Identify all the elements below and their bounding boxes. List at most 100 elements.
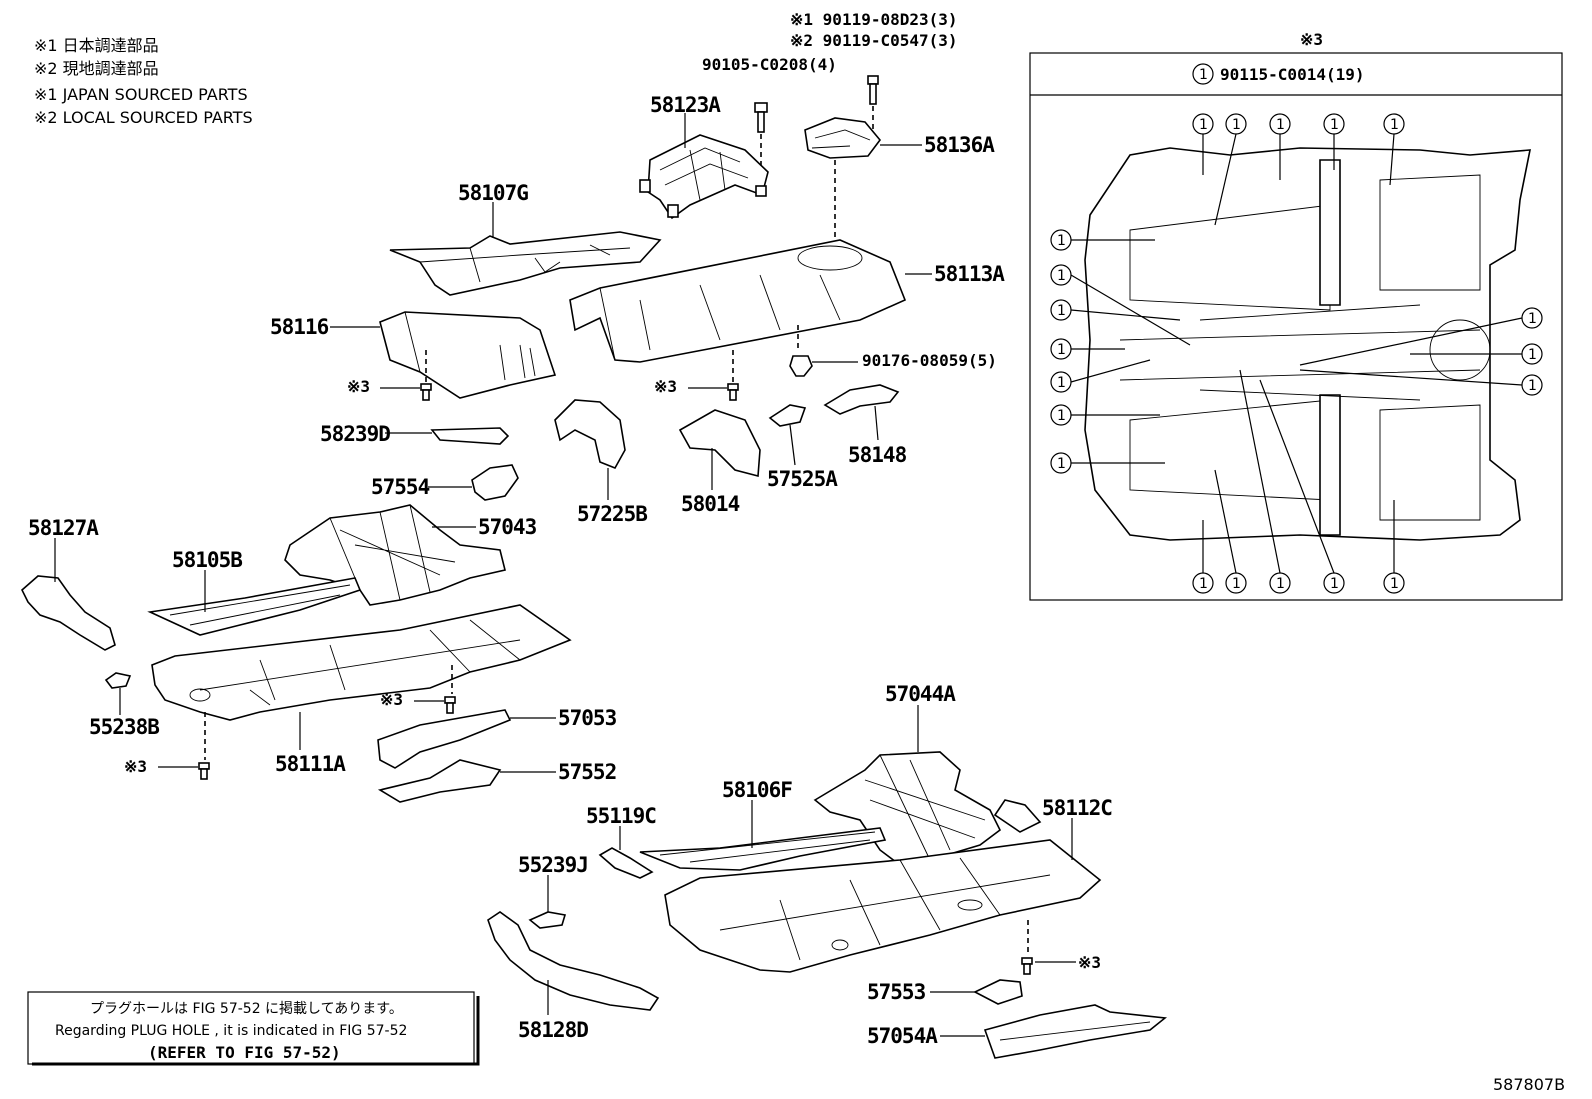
legend-line-4: ※2 LOCAL SOURCED PARTS xyxy=(34,108,253,127)
callout-1: 1 xyxy=(1232,117,1241,133)
label-58111a: 58111A xyxy=(275,752,346,776)
part-58148-bracket xyxy=(823,384,900,415)
callout-1: 1 xyxy=(1057,375,1066,391)
label-57043: 57043 xyxy=(478,515,537,539)
inset-callouts: 1 1 1 1 1 1 1 1 1 1 1 1 1 1 1 1 1 1 1 1 xyxy=(1050,113,1543,594)
part-57554-bracket xyxy=(471,464,519,501)
label-58116: 58116 xyxy=(270,315,329,339)
part-58136a-bracket xyxy=(804,117,882,159)
callout-1: 1 xyxy=(1199,117,1208,133)
part-55119c-bracket xyxy=(598,847,654,879)
part-58014-bracket xyxy=(678,409,761,478)
callout-1: 1 xyxy=(1199,576,1208,592)
mark3-label: ※3 xyxy=(347,377,370,396)
mark3-label: ※3 xyxy=(1078,953,1101,972)
callout-1: 1 xyxy=(1330,117,1339,133)
part-57225b-bracket xyxy=(554,399,626,470)
legend: ※1 日本調達部品 ※2 現地調達部品 ※1 JAPAN SOURCED PAR… xyxy=(34,36,253,127)
label-57554: 57554 xyxy=(371,475,430,499)
label-58107g: 58107G xyxy=(458,181,528,205)
callout-1: 1 xyxy=(1390,117,1399,133)
callout-1: 1 xyxy=(1232,576,1241,592)
callout-1: 1 xyxy=(1057,268,1066,284)
bolt-icon xyxy=(1021,957,1033,975)
label-58113a: 58113A xyxy=(934,262,1005,286)
part-58112c-floor-pan xyxy=(664,839,1102,973)
callout-1: 1 xyxy=(1276,576,1285,592)
inset-header-part: 90115-C0014(19) xyxy=(1220,65,1365,84)
bolt-icon xyxy=(444,696,456,714)
part-58105b-panel xyxy=(147,577,362,636)
part-58128d-reinforcement xyxy=(487,911,660,1011)
figure-code: 587807B xyxy=(1493,1075,1565,1094)
part-55238b-bracket xyxy=(104,672,132,689)
mark3-label: ※3 xyxy=(124,757,147,776)
bolt-label-90119-c0547: ※2 90119-C0547(3) xyxy=(790,31,958,50)
bolt-icon xyxy=(727,383,739,401)
callout-1: 1 xyxy=(1390,576,1399,592)
label-57525a: 57525A xyxy=(767,467,838,491)
label-58127a: 58127A xyxy=(28,516,99,540)
inset-title-mark: ※3 xyxy=(1300,30,1323,49)
bolt-label-90119-08d23: ※1 90119-08D23(3) xyxy=(790,10,958,29)
part-58107g-panel xyxy=(389,231,662,296)
label-58123a: 58123A xyxy=(650,93,721,117)
part-58106f-panel xyxy=(639,827,887,871)
notice-box: プラグホールは FIG 57-52 に掲載してあります。 Regarding P… xyxy=(27,991,480,1066)
label-58105b: 58105B xyxy=(172,548,242,572)
label-55119c: 55119C xyxy=(586,804,656,828)
label-57553: 57553 xyxy=(867,980,926,1004)
legend-line-1: ※1 日本調達部品 xyxy=(34,36,159,55)
part-57054a-reinforcement xyxy=(983,1004,1168,1059)
part-58239d-bracket xyxy=(430,427,510,445)
label-58106f: 58106F xyxy=(722,778,792,802)
label-57225b: 57225B xyxy=(577,502,647,526)
callout-1: 1 xyxy=(1057,456,1066,472)
clip-icon xyxy=(789,355,813,377)
part-57525a-bracket xyxy=(768,404,807,427)
label-58014: 58014 xyxy=(681,492,740,516)
part-58111a-floor-pan xyxy=(151,604,572,721)
part-57044a-crossmember xyxy=(813,751,1042,866)
inset-header-callout: 1 xyxy=(1199,67,1208,83)
bolt-icon xyxy=(420,383,432,401)
label-57053: 57053 xyxy=(558,706,617,730)
label-58239d: 58239D xyxy=(320,422,390,446)
bolt-icon xyxy=(198,762,210,780)
label-57552: 57552 xyxy=(558,760,616,784)
mark3-label: ※3 xyxy=(654,377,677,396)
mark3-label: ※3 xyxy=(380,690,403,709)
part-57553-bracket xyxy=(973,979,1023,1005)
part-55239j-bracket xyxy=(528,911,567,929)
part-57053-reinforcement xyxy=(377,709,512,769)
label-58112c: 58112C xyxy=(1042,796,1112,820)
label-58148: 58148 xyxy=(848,443,907,467)
part-58127a-reinforcement xyxy=(21,575,116,651)
legend-line-3: ※1 JAPAN SOURCED PARTS xyxy=(34,85,248,104)
callout-1: 1 xyxy=(1057,303,1066,319)
part-58116-panel xyxy=(379,311,557,399)
callout-1: 1 xyxy=(1057,408,1066,424)
label-58128d: 58128D xyxy=(518,1018,588,1042)
callout-1: 1 xyxy=(1528,311,1537,327)
bolt-label-90176-08059: 90176-08059(5) xyxy=(862,351,997,370)
label-58136a: 58136A xyxy=(924,133,995,157)
label-57044a: 57044A xyxy=(885,682,956,706)
part-58113a-tunnel xyxy=(569,239,907,363)
bolt-icon xyxy=(867,75,879,136)
callout-1: 1 xyxy=(1057,342,1066,358)
callout-1: 1 xyxy=(1330,576,1339,592)
callout-1: 1 xyxy=(1057,233,1066,249)
notice-line-3: (REFER TO FIG 57-52) xyxy=(148,1043,341,1062)
part-57552-reinforcement xyxy=(377,759,502,803)
label-55239j: 55239J xyxy=(518,853,588,877)
notice-line-2: Regarding PLUG HOLE , it is indicated in… xyxy=(55,1023,407,1039)
label-55238b: 55238B xyxy=(89,715,159,739)
bolt-label-90105-c0208: 90105-C0208(4) xyxy=(702,55,837,74)
callout-1: 1 xyxy=(1276,117,1285,133)
callout-1: 1 xyxy=(1528,378,1537,394)
callout-1: 1 xyxy=(1528,347,1537,363)
inset-panel: 1 90115-C0014(19) xyxy=(1029,52,1563,601)
part-58123a-bracket xyxy=(639,134,769,220)
